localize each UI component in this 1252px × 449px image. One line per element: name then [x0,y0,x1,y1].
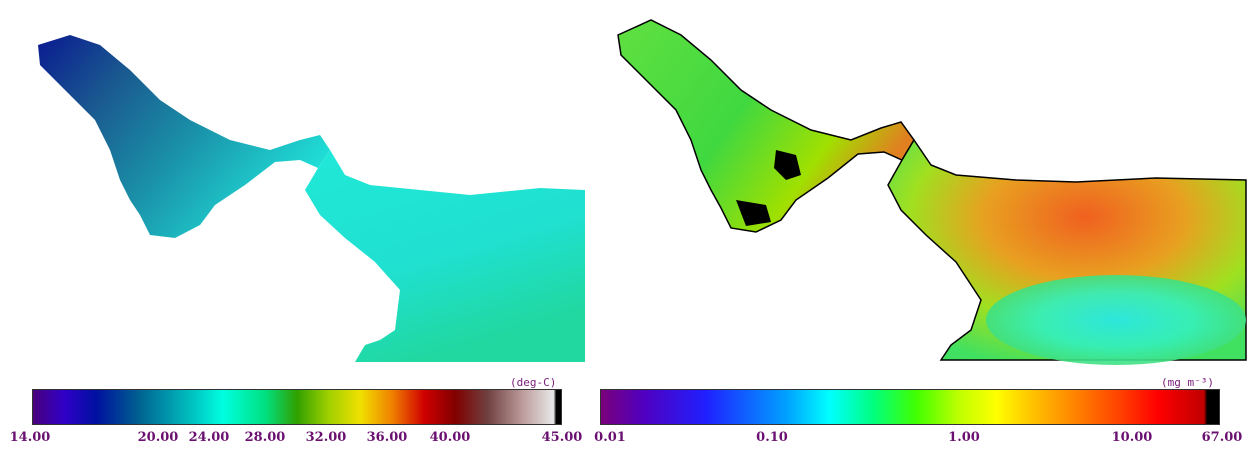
land-patch [774,150,801,180]
sst-tick-label: 45.00 [541,430,583,445]
chlorophyll-tick-label: 1.00 [948,430,980,445]
sst-tick-label: 20.00 [137,430,179,445]
sst-gulf-region [38,35,330,238]
sst-tick-label: 28.00 [244,430,286,445]
chlorophyll-tick-label: 0.01 [594,430,626,445]
sst-tick-label: 40.00 [429,430,471,445]
chlorophyll-tick-label: 0.10 [756,430,788,445]
chlorophyll-unit-label: (mg m⁻³) [1161,376,1214,389]
chlorophyll-map [617,19,1247,365]
chlorophyll-tick-label: 10.00 [1111,430,1153,445]
sst-tick-label: 32.00 [305,430,347,445]
chlorophyll-tick-label: 67.00 [1201,430,1243,445]
sst-unit-label: (deg-C) [510,376,557,389]
sst-sea-region [305,150,585,362]
sst-panel: (deg-C) 14.00 20.00 24.00 28.00 32.00 36… [0,0,592,449]
chlorophyll-panel: (mg m⁻³) 0.01 0.10 1.00 10.00 67.00 [594,0,1252,449]
sst-tick-label: 24.00 [188,430,230,445]
sst-tick-label: 36.00 [366,430,408,445]
land-patch [736,200,771,226]
chlorophyll-colorbar [600,389,1220,425]
sst-tick-label: 14.00 [9,430,51,445]
low-chlorophyll-zone [986,275,1246,365]
chlorophyll-gulf-region [617,19,915,233]
sst-colorbar [32,389,562,425]
sst-map [38,35,585,362]
